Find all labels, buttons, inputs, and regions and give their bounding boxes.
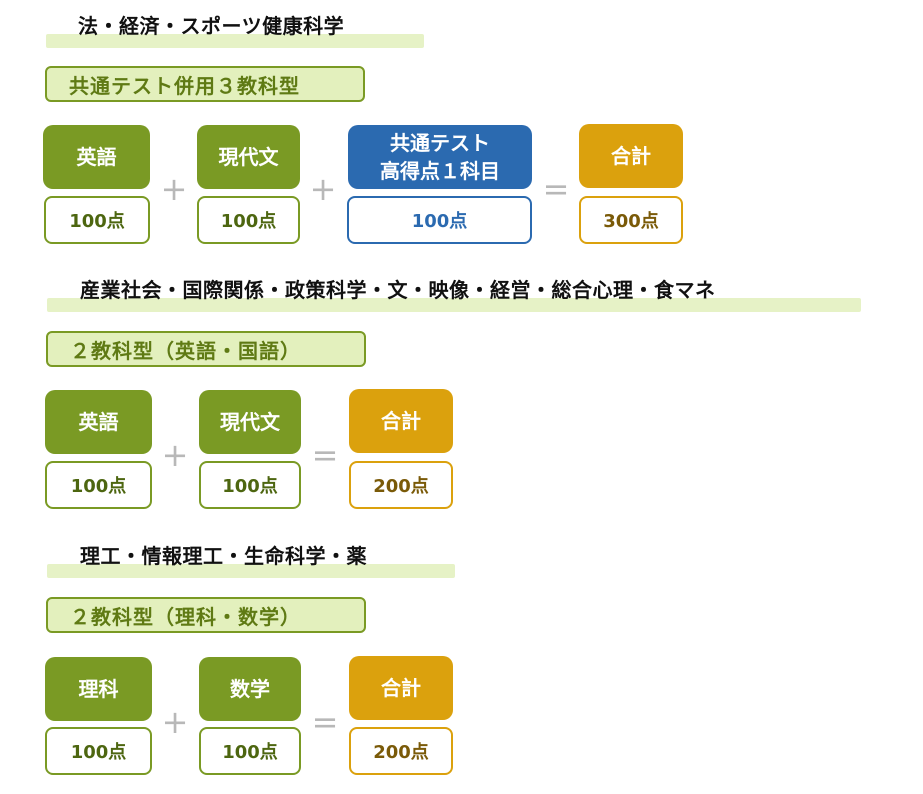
score-modern-japanese: 100点 bbox=[199, 461, 301, 509]
common-test-line2: 高得点１科目 bbox=[380, 159, 500, 183]
score-total: 300点 bbox=[579, 196, 683, 244]
subject-total: 合計 bbox=[579, 124, 683, 188]
score-common-test: 100点 bbox=[347, 196, 532, 244]
score-english: 100点 bbox=[44, 196, 150, 244]
section-title-3: 理工・情報理工・生命科学・薬 bbox=[47, 538, 455, 578]
score-english: 100点 bbox=[45, 461, 152, 509]
title-band bbox=[47, 298, 861, 312]
section-title-text: 法・経済・スポーツ健康科学 bbox=[78, 14, 345, 38]
subject-modern-japanese: 現代文 bbox=[199, 390, 301, 454]
score-modern-japanese: 100点 bbox=[197, 196, 300, 244]
section-title-2: 産業社会・国際関係・政策科学・文・映像・経営・総合心理・食マネ bbox=[47, 272, 861, 312]
subject-common-test: 共通テスト 高得点１科目 bbox=[348, 125, 532, 189]
exam-pattern-label: ２教科型（理科・数学） bbox=[46, 597, 366, 633]
subject-english: 英語 bbox=[45, 390, 152, 454]
score-science: 100点 bbox=[45, 727, 152, 775]
subject-total: 合計 bbox=[349, 656, 453, 720]
common-test-line1: 共通テスト bbox=[390, 131, 490, 155]
score-total: 200点 bbox=[349, 461, 453, 509]
plus-operator: + bbox=[161, 436, 189, 474]
title-band bbox=[46, 34, 424, 48]
plus-operator: + bbox=[309, 170, 337, 208]
exam-pattern-label: 共通テスト併用３教科型 bbox=[45, 66, 365, 102]
section-title-1: 法・経済・スポーツ健康科学 bbox=[46, 8, 424, 48]
section-title-text: 理工・情報理工・生命科学・薬 bbox=[80, 544, 367, 568]
equals-operator: = bbox=[311, 703, 339, 741]
subject-total: 合計 bbox=[349, 389, 453, 453]
subject-modern-japanese: 現代文 bbox=[197, 125, 300, 189]
plus-operator: + bbox=[160, 170, 188, 208]
subject-science: 理科 bbox=[45, 657, 152, 721]
score-math: 100点 bbox=[199, 727, 301, 775]
subject-math: 数学 bbox=[199, 657, 301, 721]
title-band bbox=[47, 564, 455, 578]
plus-operator: + bbox=[161, 703, 189, 741]
subject-english: 英語 bbox=[43, 125, 150, 189]
exam-pattern-label: ２教科型（英語・国語） bbox=[46, 331, 366, 367]
score-total: 200点 bbox=[349, 727, 453, 775]
equals-operator: = bbox=[542, 170, 570, 208]
equals-operator: = bbox=[311, 436, 339, 474]
section-title-text: 産業社会・国際関係・政策科学・文・映像・経営・総合心理・食マネ bbox=[80, 278, 716, 302]
